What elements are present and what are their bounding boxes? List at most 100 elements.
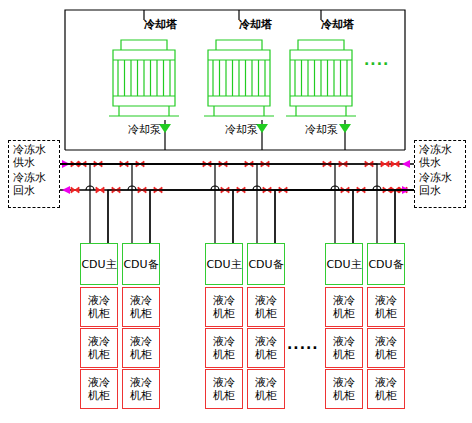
cabinet-box: 液冷机柜 (325, 287, 363, 327)
pipe-connector (60, 164, 132, 243)
ellipsis-mark: ····· (287, 342, 319, 355)
cooling-tower: 冷却塔 (105, 18, 183, 122)
node-label: 冷却塔 (105, 18, 183, 31)
cdu-box: CDU备 (367, 243, 405, 285)
text-wrap: 液冷机柜 (212, 294, 236, 320)
cabinet-box: 液冷机柜 (367, 369, 405, 409)
text-wrap: 液冷机柜 (254, 335, 278, 361)
cabinet-label: 液冷机柜 (212, 335, 236, 361)
cdu-label: CDU备 (248, 258, 283, 271)
pipe-connector (108, 190, 414, 243)
cabinet-box: 液冷机柜 (122, 287, 160, 327)
tower-illustration (105, 18, 183, 122)
cabinet-box: 液冷机柜 (80, 287, 118, 327)
text-wrap: 液冷机柜 (129, 294, 153, 320)
pipe-connector (395, 190, 414, 243)
text-wrap: 液冷机柜 (129, 335, 153, 361)
node-label: 冷冻水供水 (13, 143, 49, 169)
cabinet-box: 液冷机柜 (205, 369, 243, 409)
text-wrap: 液冷机柜 (87, 294, 111, 320)
pipe-connector (60, 164, 257, 243)
text-wrap: 液冷机柜 (212, 335, 236, 361)
cabinet-label: 液冷机柜 (332, 376, 356, 402)
cabinet-box: 液冷机柜 (367, 328, 405, 368)
text-wrap: CDU主 (81, 258, 116, 271)
tower-illustration (282, 18, 360, 122)
cdu-box: CDU备 (247, 243, 285, 285)
cabinet-box: 液冷机柜 (122, 369, 160, 409)
valve-symbol (71, 161, 407, 193)
cdu-label: CDU主 (81, 258, 116, 271)
cabinet-label: 液冷机柜 (254, 335, 278, 361)
cabinet-label: 液冷机柜 (87, 335, 111, 361)
cdu-label: CDU备 (368, 258, 403, 271)
cdu-label: CDU主 (206, 258, 241, 271)
node-label: 冷却塔 (200, 18, 278, 31)
cabinet-label: 液冷机柜 (212, 294, 236, 320)
text-wrap: 液冷机柜 (254, 376, 278, 402)
text-wrap: 液冷机柜 (212, 376, 236, 402)
cabinet-label: 液冷机柜 (332, 294, 356, 320)
cabinet-label: 液冷机柜 (212, 376, 236, 402)
pipe-connector (353, 190, 414, 243)
pipe-connector (60, 164, 215, 243)
cabinet-label: 液冷机柜 (129, 376, 153, 402)
text-wrap: 液冷机柜 (87, 335, 111, 361)
cabinet-box: 液冷机柜 (80, 328, 118, 368)
cabinet-label: 液冷机柜 (87, 376, 111, 402)
text-wrap: CDU主 (206, 258, 241, 271)
header-pipe (60, 164, 414, 190)
cabinet-label: 液冷机柜 (374, 294, 398, 320)
cabinet-box: 液冷机柜 (247, 328, 285, 368)
cabinet-box: 液冷机柜 (205, 328, 243, 368)
text-wrap: CDU备 (248, 258, 283, 271)
cdu-box: CDU主 (325, 243, 363, 285)
ellipsis-mark: ···· (364, 58, 389, 71)
cabinet-label: 液冷机柜 (374, 376, 398, 402)
text-wrap: CDU备 (368, 258, 403, 271)
pump-label: 冷却泵 (305, 123, 338, 136)
cabinet-label: 液冷机柜 (332, 335, 356, 361)
cdu-box: CDU主 (80, 243, 118, 285)
pump-label: 冷却泵 (225, 123, 258, 136)
text-wrap: CDU主 (326, 258, 361, 271)
text-wrap: 液冷机柜 (332, 294, 356, 320)
pipe-connector (233, 190, 414, 243)
cooling-tower: 冷却塔 (200, 18, 278, 122)
node-label: 冷冻水回水 (419, 171, 455, 197)
cabinet-box: 液冷机柜 (247, 287, 285, 327)
cdu-box: CDU主 (205, 243, 243, 285)
node-label: 冷冻水回水 (13, 171, 49, 197)
cdu-label: CDU备 (123, 258, 158, 271)
cabinet-box: 液冷机柜 (80, 369, 118, 409)
cabinet-box: 液冷机柜 (325, 369, 363, 409)
pump-label: 冷却泵 (128, 123, 161, 136)
cabinet-label: 液冷机柜 (374, 335, 398, 361)
text-wrap: 液冷机柜 (374, 294, 398, 320)
node-label: 冷却塔 (282, 18, 360, 31)
pipe-connector (60, 164, 90, 243)
cabinet-box: 液冷机柜 (247, 369, 285, 409)
cabinet-box: 液冷机柜 (122, 328, 160, 368)
tower-illustration (200, 18, 278, 122)
text-wrap: CDU备 (123, 258, 158, 271)
text-wrap: 液冷机柜 (374, 335, 398, 361)
chilled-water-box: 冷冻水供水冷冻水回水 (8, 140, 60, 208)
cabinet-label: 液冷机柜 (254, 294, 278, 320)
pipe-connector (60, 164, 335, 243)
pipe-connector (150, 190, 414, 243)
text-wrap: 液冷机柜 (332, 335, 356, 361)
cabinet-box: 液冷机柜 (205, 287, 243, 327)
cabinet-box: 液冷机柜 (367, 287, 405, 327)
cdu-box: CDU备 (122, 243, 160, 285)
pipe-connector (275, 190, 414, 243)
text-wrap: 液冷机柜 (129, 376, 153, 402)
node-label: 冷冻水供水 (419, 143, 455, 169)
text-wrap: 液冷机柜 (374, 376, 398, 402)
text-wrap: 液冷机柜 (332, 376, 356, 402)
flow-arrow (62, 160, 410, 194)
cabinet-box: 液冷机柜 (325, 328, 363, 368)
cabinet-label: 液冷机柜 (129, 294, 153, 320)
cdu-label: CDU主 (326, 258, 361, 271)
